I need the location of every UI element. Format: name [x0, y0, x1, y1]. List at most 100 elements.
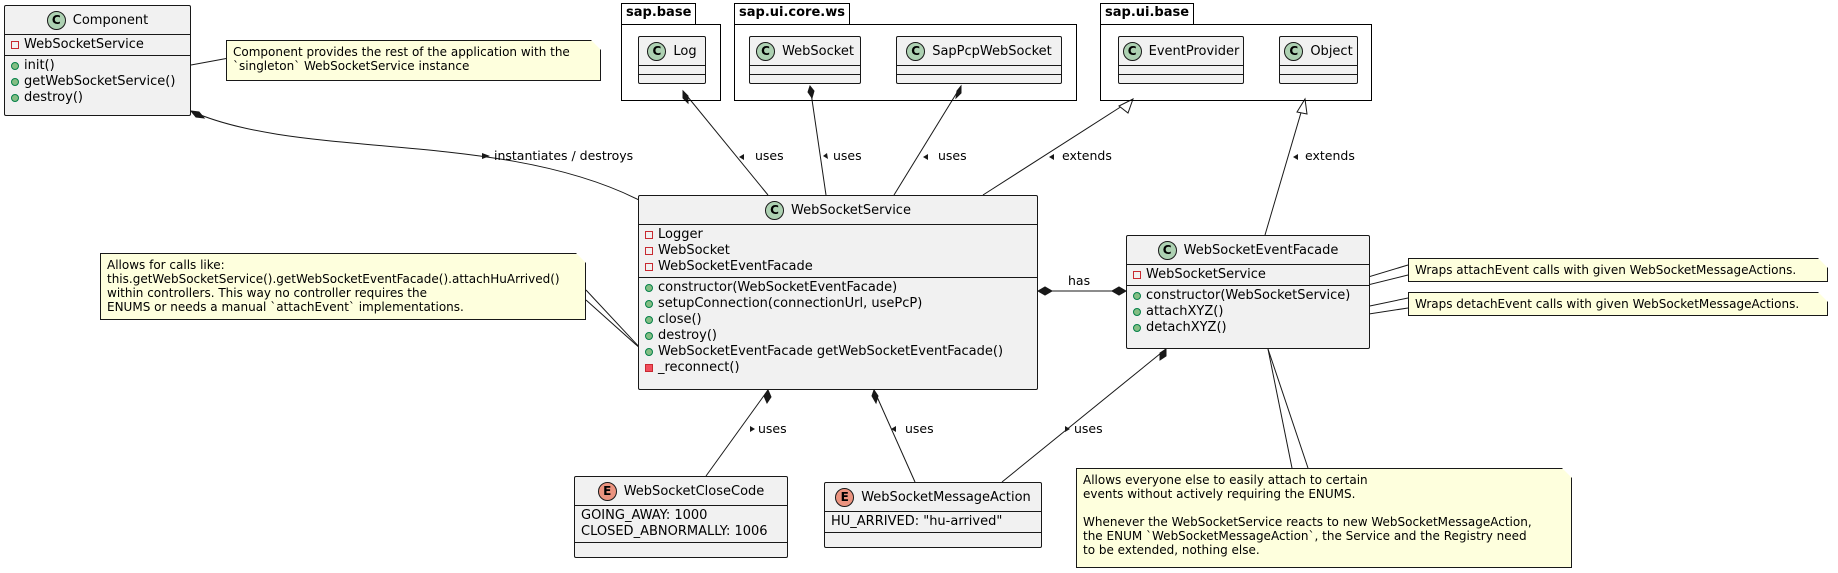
private-icon: [645, 247, 653, 255]
label-instantiates: instantiates / destroys: [494, 148, 634, 163]
class-name: EventProvider: [1148, 43, 1240, 59]
method-row: WebSocketEventFacade getWebSocketEventFa…: [658, 344, 1004, 359]
enum-value: CLOSED_ABNORMALLY: 1006: [581, 524, 768, 539]
enum-header: E WebSocketCloseCode: [575, 477, 787, 505]
class-name: WebSocketService: [791, 202, 911, 218]
enum-badge-icon: E: [597, 481, 617, 501]
class-header: C Component: [5, 6, 190, 34]
note-link-facade-b: [1267, 348, 1309, 469]
enum-websocketclosecode[interactable]: E WebSocketCloseCode GOING_AWAY: 1000 CL…: [574, 476, 788, 558]
class-sappcpwebsocket[interactable]: C SapPcpWebSocket: [896, 36, 1062, 84]
private-icon: [1133, 271, 1141, 279]
class-badge-icon: C: [1157, 240, 1177, 260]
class-name: Component: [72, 12, 149, 28]
enum-methods: [825, 532, 1041, 541]
label-has: has: [1068, 273, 1091, 288]
class-badge-icon: C: [1122, 41, 1142, 61]
private-icon: [645, 364, 653, 372]
class-header: C EventProvider: [1119, 37, 1243, 65]
diamond-sappcp: [955, 84, 962, 100]
label-uses-log: uses: [755, 148, 784, 163]
note-detach: Wraps detachEvent calls with given WebSo…: [1408, 292, 1828, 316]
public-icon: [1133, 324, 1141, 332]
label-facade-uses-messageaction: uses: [1074, 421, 1103, 436]
class-websocketeventfacade[interactable]: C WebSocketEventFacade WebSocketService …: [1126, 235, 1370, 349]
edge-extends-eventprovider: [982, 98, 1134, 196]
arrow-uses-messageaction: [891, 426, 896, 432]
public-icon: [645, 300, 653, 308]
label-uses-closecode: uses: [758, 421, 787, 436]
diamond-websocket: [807, 84, 815, 100]
class-badge-icon: C: [765, 200, 785, 220]
package-tab-sap-base: sap.base: [621, 3, 697, 25]
class-name: Object: [1310, 43, 1353, 59]
package-tab-sap-ui-base: sap.ui.base: [1100, 3, 1195, 25]
triangle-eventprovider: [1118, 97, 1134, 114]
arrow-extends-eventprovider: [1049, 154, 1054, 160]
attributes: [750, 65, 860, 74]
class-name: SapPcpWebSocket: [932, 43, 1052, 59]
method-row: detachXYZ(): [1146, 320, 1227, 335]
package-sap-ui-base: [1100, 24, 1372, 101]
class-name: WebSocketEventFacade: [1183, 242, 1339, 258]
label-extends-eventprovider: extends: [1062, 148, 1112, 163]
label-extends-object: extends: [1305, 148, 1355, 163]
public-icon: [1133, 308, 1141, 316]
methods: constructor(WebSocketEventFacade) setupC…: [639, 277, 1037, 378]
private-icon: [645, 231, 653, 239]
class-websocketservice[interactable]: C WebSocketService Logger WebSocket WebS…: [638, 195, 1038, 390]
private-icon: [11, 41, 19, 49]
method-row: destroy(): [24, 90, 83, 105]
attributes: WebSocketService: [5, 34, 190, 55]
note-component: Component provides the rest of the appli…: [226, 40, 601, 81]
attributes: [897, 65, 1061, 74]
class-badge-icon: C: [1284, 41, 1304, 61]
diamond-messageaction: [871, 388, 879, 405]
diamond-has-right: [1110, 286, 1128, 296]
arrow-facade-uses-messageaction: [1065, 426, 1070, 432]
attributes: Logger WebSocket WebSocketEventFacade: [639, 224, 1037, 277]
note-link-service-b: [585, 299, 643, 351]
note-link-service-a: [585, 289, 643, 351]
diamond-component: [189, 110, 206, 119]
enum-badge-icon: E: [835, 487, 855, 507]
class-eventprovider[interactable]: C EventProvider: [1118, 36, 1244, 84]
edge-uses-closecode: [705, 389, 769, 477]
edge-uses-messageaction: [873, 389, 916, 483]
enum-values: GOING_AWAY: 1000 CLOSED_ABNORMALLY: 1006: [575, 505, 787, 542]
class-badge-icon: C: [46, 10, 66, 30]
methods: [1280, 74, 1357, 83]
class-header: C WebSocketEventFacade: [1127, 236, 1369, 264]
class-badge-icon: C: [906, 41, 926, 61]
enum-name: WebSocketCloseCode: [623, 483, 765, 499]
method-row: close(): [658, 312, 702, 327]
method-row: _reconnect(): [658, 360, 740, 375]
public-icon: [645, 284, 653, 292]
enum-websocketmessageaction[interactable]: E WebSocketMessageAction HU_ARRIVED: "hu…: [824, 482, 1042, 548]
arrow-uses-sappcp: [923, 154, 928, 160]
arrow-uses-log: [739, 154, 744, 160]
enum-value: HU_ARRIVED: "hu-arrived": [831, 514, 1003, 529]
class-header: C Log: [639, 37, 705, 65]
methods: constructor(WebSocketService) attachXYZ(…: [1127, 285, 1369, 338]
enum-methods: [575, 542, 787, 551]
class-name: Log: [673, 43, 697, 59]
method-row: init(): [24, 58, 55, 73]
arrow-instantiates: [482, 153, 490, 159]
attributes: [1280, 65, 1357, 74]
attributes: WebSocketService: [1127, 264, 1369, 285]
package-sap-base: [621, 24, 721, 101]
attribute-row: Logger: [658, 227, 703, 242]
class-websocket[interactable]: C WebSocket: [749, 36, 861, 84]
class-log[interactable]: C Log: [638, 36, 706, 84]
edge-facade-uses-messageaction: [1001, 348, 1167, 483]
note-link-facade-a: [1267, 348, 1293, 469]
class-component[interactable]: C Component WebSocketService init() getW…: [4, 5, 191, 116]
diamond-closecode: [763, 388, 772, 405]
methods: [1119, 74, 1243, 83]
methods: [639, 74, 705, 83]
edge-uses-websocket: [809, 85, 827, 196]
class-object[interactable]: C Object: [1279, 36, 1358, 84]
public-icon: [645, 332, 653, 340]
label-uses-websocket: uses: [833, 148, 862, 163]
